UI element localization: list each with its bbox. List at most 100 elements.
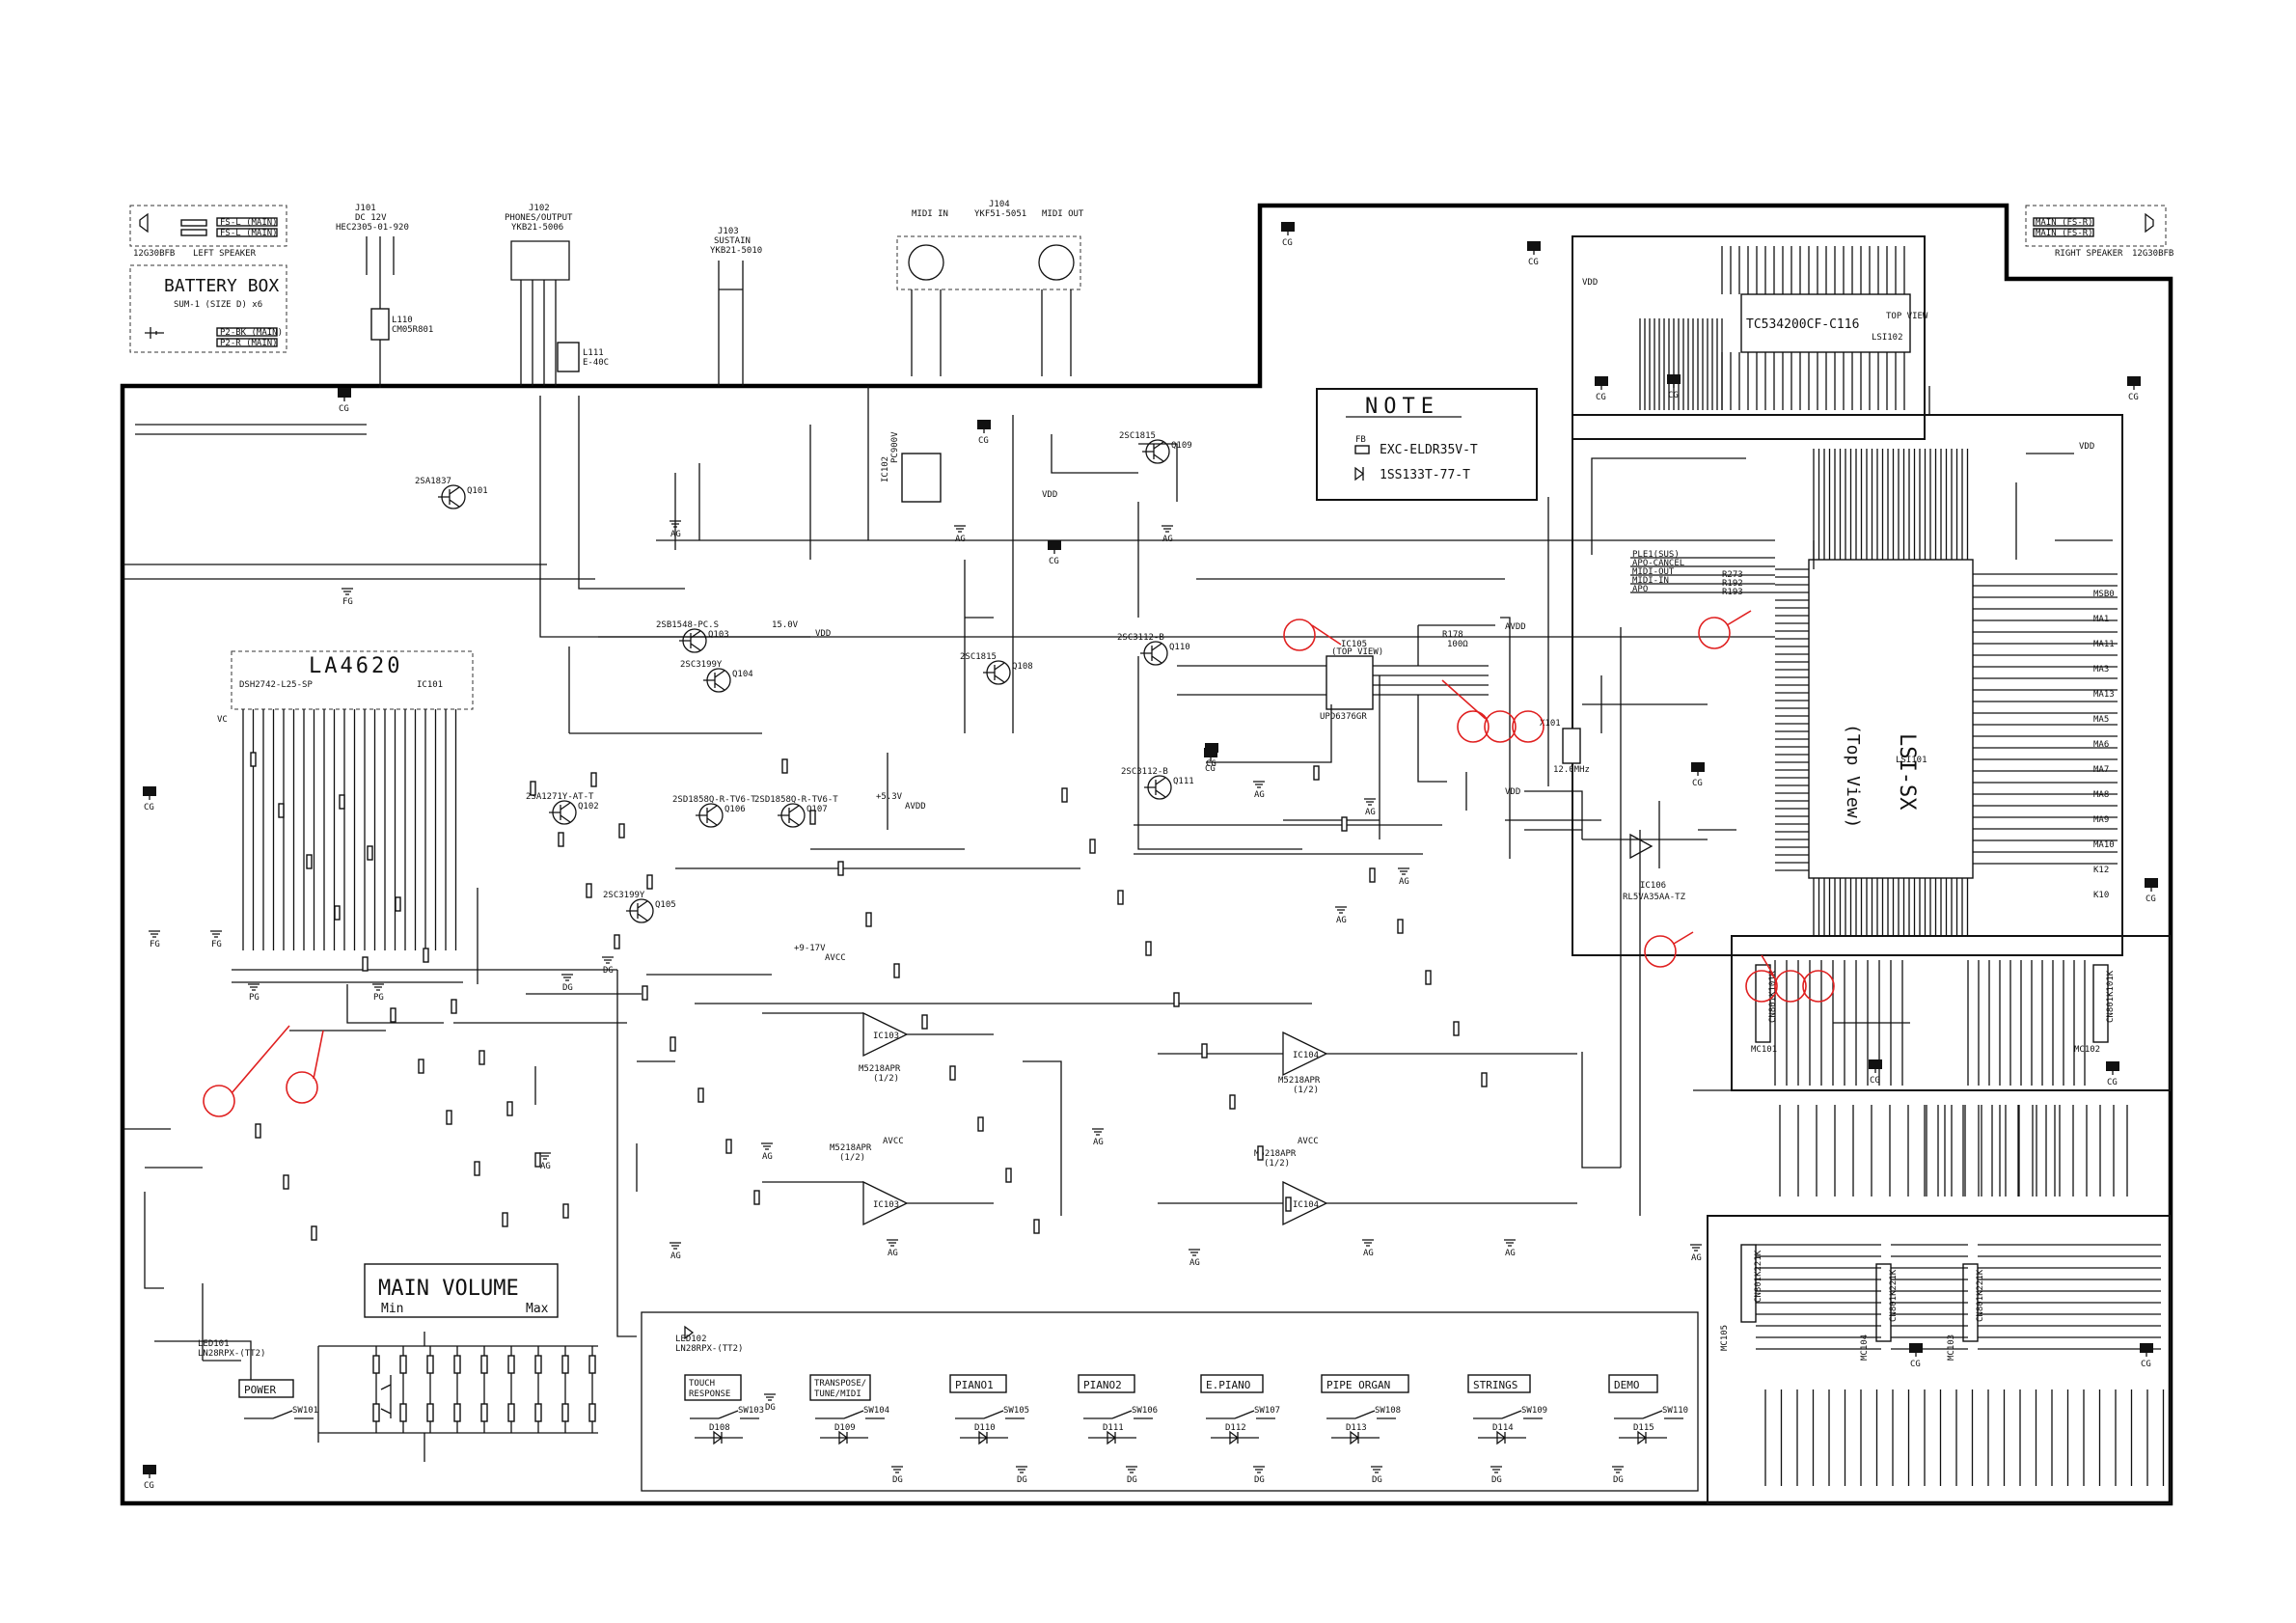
button-label: TOUCH — [689, 1379, 715, 1389]
switch-ref: SW108 — [1375, 1406, 1401, 1416]
key-matrix-block: CN801K101K MC101 CN801K101K MC102 CN801K… — [1707, 935, 2172, 1504]
ground-label: CG — [1910, 1360, 1921, 1369]
transistor-ref: Q102 — [578, 802, 599, 812]
svg-text:E-40C: E-40C — [583, 358, 609, 368]
component — [977, 1116, 984, 1132]
ic105-block: IC105 (TOP VIEW) UPD6376GR R178 100Ω AVD… — [1320, 622, 1526, 722]
ground-label: CG — [1205, 764, 1216, 774]
svg-text:MIDI OUT: MIDI OUT — [1042, 209, 1084, 219]
ground-label: AG — [1363, 1249, 1374, 1258]
lsi-right-label-5: MA5 — [2093, 715, 2109, 725]
opamp-ic103b: IC103 M5218APR (1/2) AVCC — [830, 1137, 909, 1226]
lsi-view: (Top View) — [1843, 724, 1863, 828]
analog-ground-symbol: AG — [539, 1152, 551, 1171]
wire — [1928, 386, 2123, 704]
component — [306, 854, 313, 869]
chassis-ground-symbol: CG — [1527, 241, 1541, 267]
wire — [149, 930, 160, 938]
button-label: TUNE/MIDI — [814, 1389, 861, 1399]
chassis-ground-symbol: CG — [1048, 540, 1061, 566]
wire — [135, 424, 367, 435]
wire — [1206, 704, 1332, 763]
component — [418, 1059, 424, 1074]
component — [586, 883, 592, 898]
component — [395, 896, 401, 912]
svg-text:J101: J101 — [355, 204, 376, 213]
wire — [1581, 1052, 1621, 1169]
battery-box-sub: SUM-1 (SIZE D) x6 — [174, 300, 262, 310]
wire — [1189, 1249, 1200, 1256]
lsi-name: LSI-SX — [1895, 733, 1919, 811]
wire — [690, 1410, 759, 1419]
lsi-sx-block: LSI-SX (Top View) LSI101 MSB0MA1MA11MA3M… — [1572, 414, 2123, 956]
chassis-ground-symbol: CG — [1281, 222, 1295, 248]
right-speaker-part: 12G30BFB — [2132, 249, 2173, 259]
wire — [1253, 1466, 1265, 1473]
main-volume-max: Max — [526, 1302, 549, 1316]
red-circle-9 — [1802, 970, 1835, 1003]
component — [255, 1123, 261, 1139]
resistor — [480, 1403, 488, 1422]
analog-ground-symbol: AG — [1504, 1239, 1516, 1258]
component — [474, 1161, 480, 1176]
wire — [778, 805, 800, 826]
battery-box-title: BATTERY BOX — [164, 276, 279, 296]
button-label: DEMO — [1614, 1379, 1640, 1391]
wire — [154, 1340, 252, 1380]
lsi-right-label-6: MA6 — [2093, 740, 2109, 750]
svg-text:LED102: LED102 — [675, 1334, 707, 1344]
resistor — [372, 1355, 380, 1374]
wire — [616, 970, 637, 1337]
analog-ground-symbol: AG — [954, 525, 966, 544]
digital-ground-symbol: DG — [1371, 1466, 1382, 1485]
component — [1425, 970, 1432, 985]
led102-block: LED102 LN28RPX-(TT2) — [675, 1325, 743, 1354]
mc104: MC104 — [1860, 1334, 1870, 1361]
chassis-ground-symbol: CG — [1909, 1343, 1923, 1369]
component — [1089, 839, 1096, 854]
wire — [815, 1410, 885, 1419]
component — [1061, 787, 1068, 803]
main-volume-title: MAIN VOLUME — [378, 1277, 519, 1301]
component — [893, 963, 900, 978]
ground-label: CG — [1692, 779, 1703, 788]
rail-vdd-d: VDD — [2079, 442, 2094, 452]
resistor — [453, 1403, 461, 1422]
svg-text:L111: L111 — [583, 348, 604, 358]
svg-text:IC103: IC103 — [873, 1032, 899, 1041]
chassis-ground-symbol: CG — [2140, 1343, 2153, 1369]
ground-label: AG — [1365, 808, 1376, 817]
rom-name: TC534200CF-C116 — [1746, 317, 1859, 332]
ground-label: FG — [150, 940, 160, 949]
analog-ground-symbol: AG — [1092, 1128, 1104, 1147]
lsi-right-label-12: K10 — [2093, 891, 2109, 900]
svg-text:IC104: IC104 — [1293, 1200, 1319, 1210]
battery-pin1: P2-BK (MAIN) — [220, 328, 283, 338]
ground-label: DG — [562, 983, 573, 993]
lsi-signal-0: PLE1(SUS) — [1632, 550, 1680, 560]
wire — [342, 588, 353, 595]
cn102: CN801K101K — [2106, 970, 2116, 1023]
wire — [248, 983, 260, 991]
wire — [1092, 1128, 1104, 1136]
analog-ground-symbol: AG — [670, 1242, 681, 1261]
ground-label: CG — [1870, 1076, 1880, 1086]
transistor-part: 2SD1858Q-R-TV6-T — [672, 795, 756, 805]
digital-ground-symbol: DG — [1016, 1466, 1027, 1485]
ground-label: DG — [603, 966, 614, 976]
wire — [1619, 1430, 1667, 1445]
frame-ground-symbol: FG — [210, 930, 222, 949]
transistor-layer: Q1012SA1837Q1022SA1271Y-AT-TQ1032SB1548-… — [415, 431, 1194, 923]
digital-ground-symbol: DG — [1490, 1466, 1502, 1485]
